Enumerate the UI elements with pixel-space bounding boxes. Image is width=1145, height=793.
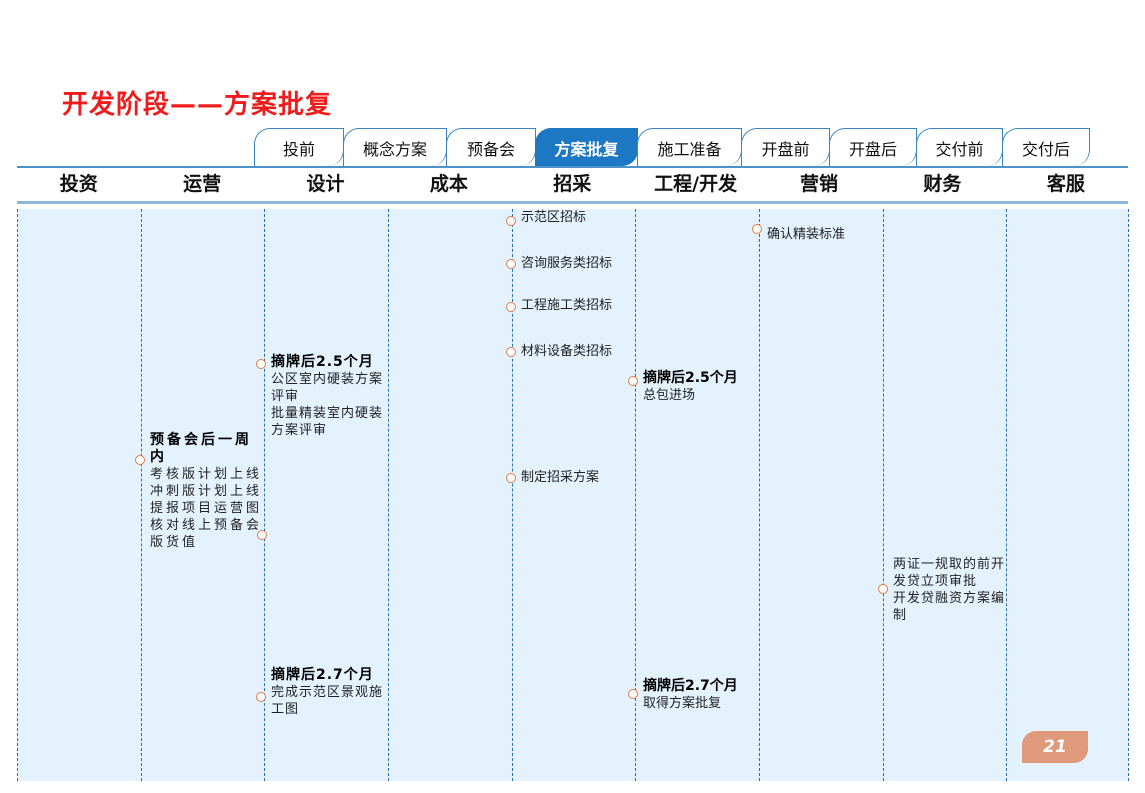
column-header-zhaocai: 招采 (553, 173, 592, 195)
milestone-zhaocai-2: 咨询服务类招标 (521, 256, 613, 271)
milestone-zhaocai-1: 示范区招标 (521, 210, 587, 225)
page-title: 开发阶段——方案批复 (62, 90, 333, 120)
milestone-gongcheng-1: 摘牌后2.5个月 总包进场 (643, 370, 738, 404)
milestone-text: 开发贷融资方案编制 (893, 591, 1006, 623)
milestone-heading: 摘牌后2.7个月 (271, 667, 374, 683)
milestone-dot-icon (506, 347, 516, 357)
milestone-heading: 摘牌后2.7个月 (643, 678, 738, 694)
column-header-kefu: 客服 (1046, 173, 1085, 195)
milestone-dot-icon (506, 259, 516, 269)
column-divider (264, 209, 265, 781)
column-header-touzi: 投资 (59, 173, 98, 195)
tab-kai-pan-qian[interactable]: 开盘前 (741, 128, 830, 166)
milestone-text: 公区室内硬装方案评审 (271, 372, 384, 404)
column-header-yunying: 运营 (183, 173, 222, 195)
milestone-zhaocai-4: 材料设备类招标 (521, 344, 613, 359)
tab-jiao-fu-hou[interactable]: 交付后 (1002, 128, 1090, 166)
milestone-text: 总包进场 (643, 388, 696, 403)
milestone-heading: 预备会后一周内 (150, 432, 252, 465)
column-header-chengben: 成本 (429, 173, 468, 195)
tab-yu-bei-hui[interactable]: 预备会 (446, 128, 536, 166)
milestone-text: 考核版计划上线 (150, 467, 263, 482)
milestone-dot-icon (506, 302, 516, 312)
column-divider (635, 209, 636, 781)
timeline-grid (17, 209, 1128, 781)
milestone-heading: 摘牌后2.5个月 (643, 370, 738, 386)
milestone-caiwu: 两证一规取的前开发贷立项审批 开发贷融资方案编制 (893, 556, 1005, 624)
tab-tou-qian[interactable]: 投前 (254, 128, 344, 166)
milestone-dot-icon (135, 455, 145, 465)
milestone-dot-icon (628, 689, 638, 699)
milestone-dot-icon (506, 473, 516, 483)
tab-shi-gong-zhun-bei[interactable]: 施工准备 (637, 128, 742, 166)
milestone-text: 完成示范区景观施工图 (271, 685, 384, 717)
tab-gai-nian-fang-an[interactable]: 概念方案 (343, 128, 447, 166)
milestone-sheji-1: 摘牌后2.5个月 公区室内硬装方案评审 批量精装室内硬装方案评审 (271, 354, 383, 439)
column-divider (141, 209, 142, 781)
milestone-sheji-2: 摘牌后2.7个月 完成示范区景观施工图 (271, 667, 383, 718)
header-top-divider (17, 166, 1128, 168)
milestone-text: 冲刺版计划上线提报项目运营图核对线上预备会版货值 (150, 484, 263, 550)
column-divider (759, 209, 760, 781)
tab-kai-pan-hou[interactable]: 开盘后 (829, 128, 917, 166)
milestone-text: 取得方案批复 (643, 696, 722, 711)
column-headers: 投资 运营 设计 成本 招采 工程/开发 营销 财务 客服 (17, 168, 1128, 201)
milestone-dot-icon (256, 692, 266, 702)
tab-jiao-fu-qian[interactable]: 交付前 (916, 128, 1003, 166)
column-divider (1128, 209, 1129, 781)
milestone-text: 批量精装室内硬装方案评审 (271, 406, 384, 438)
milestone-dot-icon (256, 359, 266, 369)
column-header-yingxiao: 营销 (800, 173, 839, 195)
milestone-dot-icon (506, 216, 516, 226)
milestone-heading: 摘牌后2.5个月 (271, 354, 374, 370)
column-divider (1006, 209, 1007, 781)
column-divider (883, 209, 884, 781)
tab-fang-an-pi-fu[interactable]: 方案批复 (535, 128, 638, 166)
milestone-gongcheng-2: 摘牌后2.7个月 取得方案批复 (643, 678, 738, 712)
column-divider (388, 209, 389, 781)
column-header-caiwu: 财务 (923, 173, 962, 195)
milestone-dot-icon (878, 584, 888, 594)
column-divider (512, 209, 513, 781)
milestone-zhaocai-3: 工程施工类招标 (521, 298, 613, 313)
milestone-dot-icon (257, 530, 267, 540)
column-header-gongcheng: 工程/开发 (654, 173, 738, 195)
milestone-yunying: 预备会后一周内 考核版计划上线 冲刺版计划上线提报项目运营图核对线上预备会版货值 (150, 432, 262, 551)
column-divider (17, 209, 18, 781)
header-bottom-divider (17, 201, 1128, 204)
milestone-zhaocai-5: 制定招采方案 (521, 470, 600, 485)
milestone-dot-icon (752, 224, 762, 234)
phase-tabs: 投前 概念方案 预备会 方案批复 施工准备 开盘前 开盘后 交付前 交付后 (254, 128, 1090, 166)
milestone-text: 两证一规取的前开发贷立项审批 (893, 557, 1006, 589)
page-number-badge: 21 (1022, 731, 1088, 763)
milestone-yingxiao-1: 确认精装标准 (767, 227, 846, 242)
column-header-sheji: 设计 (306, 173, 345, 195)
milestone-dot-icon (628, 376, 638, 386)
